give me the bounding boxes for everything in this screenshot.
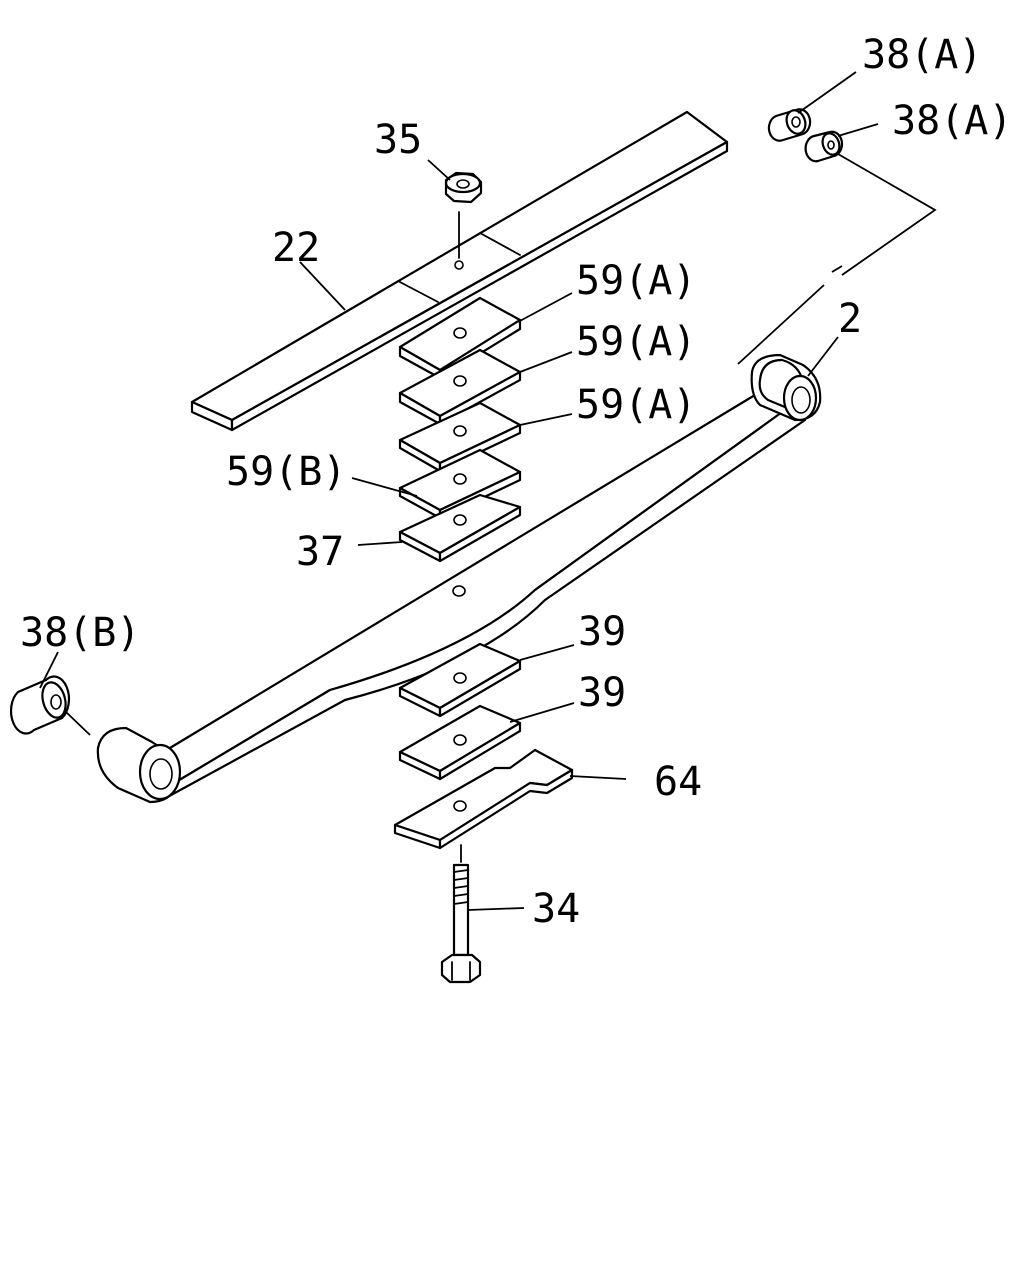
callout-38b: 38(B) [20, 610, 140, 656]
callout-39-1: 39 [578, 609, 626, 655]
callout-37: 37 [296, 529, 344, 575]
callout-labels: 38(A) 38(A) 35 22 59(A) 59(A) 59(A) 2 59… [20, 32, 1012, 932]
callout-2: 2 [838, 296, 862, 342]
plate-64 [393, 748, 574, 850]
callout-59a-3: 59(A) [576, 382, 696, 428]
callout-59a-1: 59(A) [576, 258, 696, 304]
plate-39-1 [398, 642, 522, 718]
callout-59b: 59(B) [226, 449, 346, 495]
callout-38a-second: 38(A) [892, 98, 1012, 144]
callout-64: 64 [654, 759, 702, 805]
top-leaf-22 [190, 110, 729, 432]
callout-22: 22 [272, 225, 320, 271]
plate-37 [398, 493, 522, 563]
bushing-38a-2 [804, 130, 844, 163]
main-leaf-spring-2 [96, 353, 822, 804]
bolt-34 [440, 844, 482, 984]
nut-35 [444, 171, 483, 259]
bushing-38a-1 [767, 108, 812, 142]
callout-39-2: 39 [578, 670, 626, 716]
callout-38a-top: 38(A) [862, 32, 982, 78]
plate-39-2 [398, 704, 522, 781]
shim-59a-2 [398, 348, 522, 426]
bushing-38b [9, 675, 91, 736]
leader-lines [39, 71, 879, 911]
callout-34: 34 [532, 886, 580, 932]
callout-35: 35 [374, 117, 422, 163]
callout-59a-2: 59(A) [576, 319, 696, 365]
